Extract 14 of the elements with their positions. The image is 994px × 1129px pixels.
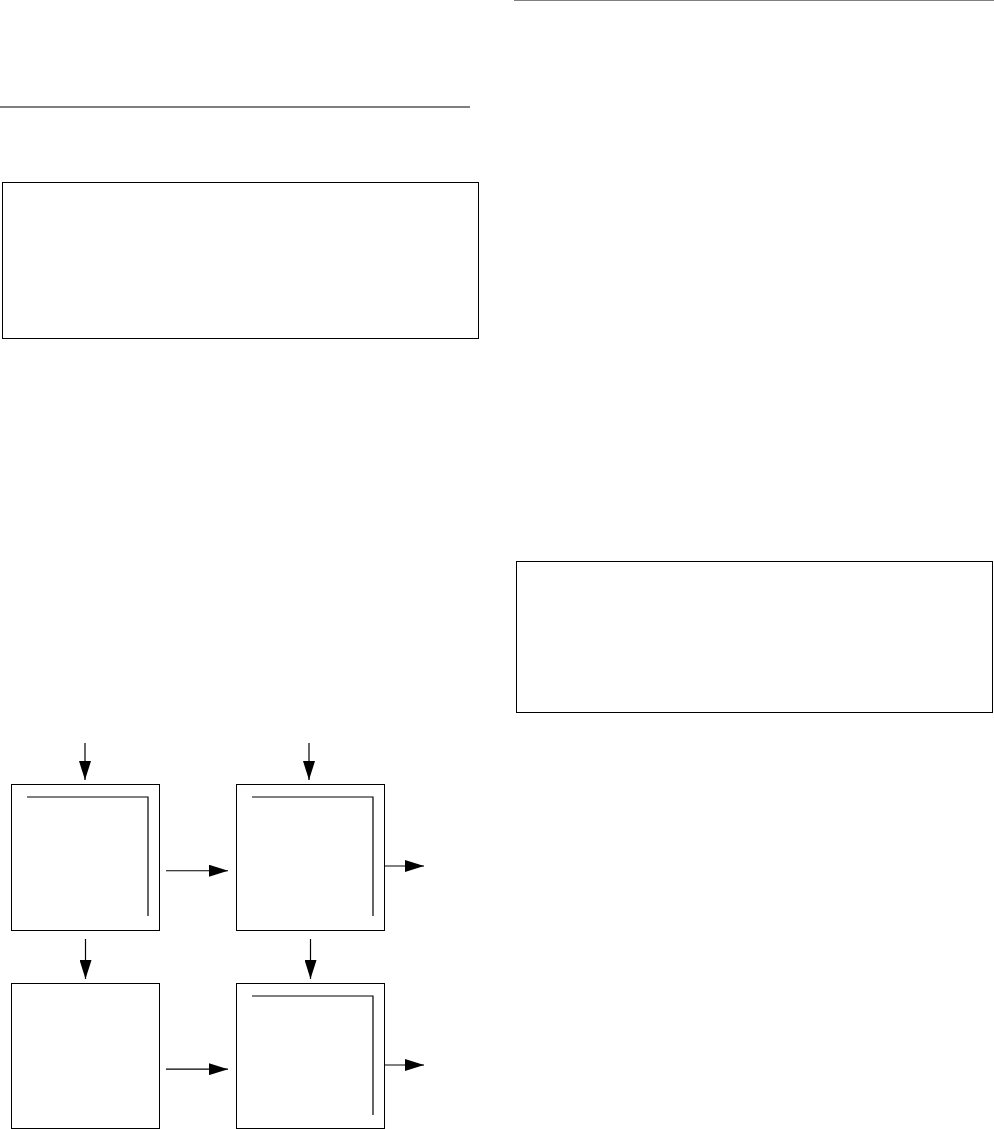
arrow <box>384 860 425 872</box>
empty-box <box>236 983 385 1129</box>
empty-box <box>11 784 160 931</box>
arrow <box>304 938 317 980</box>
empty-box <box>11 983 160 1129</box>
arrow <box>384 1059 425 1071</box>
arrow <box>303 742 315 781</box>
empty-box <box>516 561 993 713</box>
empty-box <box>2 182 479 339</box>
arrow <box>165 1063 229 1076</box>
arrow <box>79 742 91 781</box>
empty-box <box>236 784 385 931</box>
arrow <box>165 864 229 877</box>
arrow <box>79 938 92 980</box>
